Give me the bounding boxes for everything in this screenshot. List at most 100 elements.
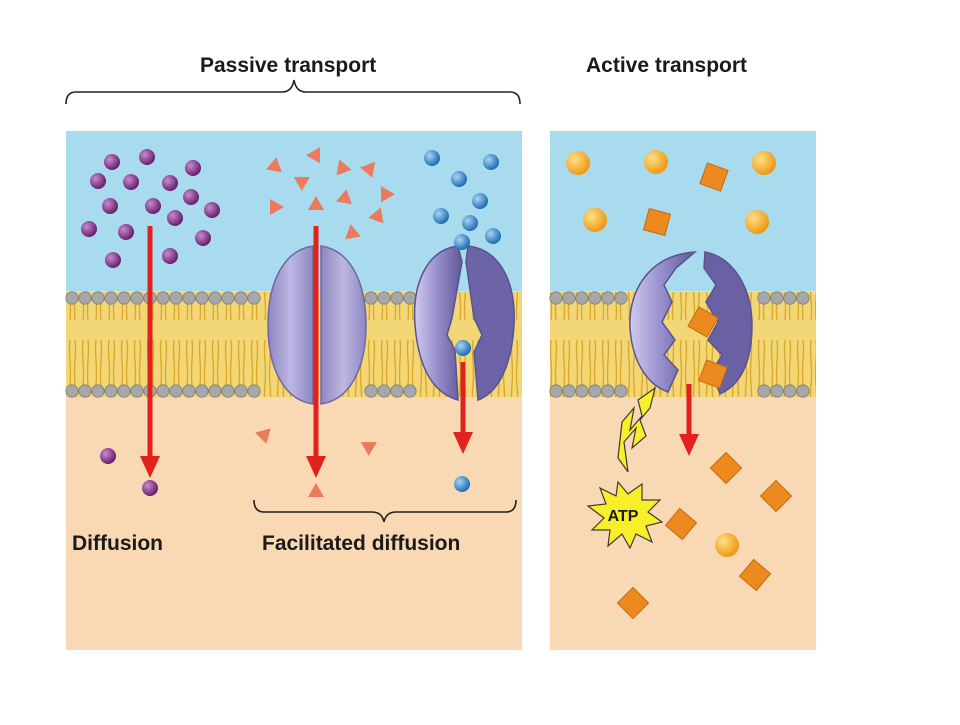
lipid-head [757, 291, 771, 305]
lipid-head [614, 291, 628, 305]
orange-diamond-solute [759, 479, 793, 513]
purple-solute [104, 154, 120, 170]
triangle-solute [270, 199, 284, 215]
purple-solute [162, 248, 178, 264]
purple-solute [183, 189, 199, 205]
orange-sphere-solute [715, 533, 739, 557]
purple-solute [102, 198, 118, 214]
purple-solute [204, 202, 220, 218]
purple-solute [105, 252, 121, 268]
lipid-head [364, 384, 378, 398]
lipid-head [208, 291, 222, 305]
orange-diamond-solute [698, 359, 728, 389]
purple-solute [167, 210, 183, 226]
lipid-head [104, 384, 118, 398]
lipid-head [208, 384, 222, 398]
facilitated-diffusion-caption: Facilitated diffusion [262, 532, 461, 555]
lipid-head [130, 384, 144, 398]
lipid-head [234, 291, 248, 305]
lipid-head [403, 291, 417, 305]
orange-sphere-solute [752, 151, 776, 175]
orange-diamond-solute [664, 507, 698, 541]
purple-solute [162, 175, 178, 191]
purple-solute [81, 221, 97, 237]
purple-solute [139, 149, 155, 165]
blue-solute [483, 154, 499, 170]
lipid-head [575, 384, 589, 398]
arrow-channel [306, 226, 326, 478]
lipid-head [588, 291, 602, 305]
solutes [81, 147, 793, 620]
lipid-head [156, 384, 170, 398]
membrane-active [549, 291, 816, 398]
lipid-head [390, 291, 404, 305]
blue-solute [472, 193, 488, 209]
orange-sphere-solute [566, 151, 590, 175]
triangle-solute [345, 224, 361, 240]
lipid-head [117, 291, 131, 305]
lipid-head [562, 291, 576, 305]
triangle-solute [308, 196, 324, 210]
purple-solute [145, 198, 161, 214]
carrier-protein-facilitated [413, 245, 515, 402]
purple-solute [123, 174, 139, 190]
diffusion-caption: Diffusion [72, 532, 163, 555]
triangle-solute [360, 161, 376, 178]
lipid-head [247, 291, 261, 305]
lipid-head [78, 384, 92, 398]
orange-sphere-solute [644, 150, 668, 174]
lipid-head [601, 384, 615, 398]
pump-protein [629, 251, 753, 396]
lipid-head [65, 291, 79, 305]
blue-solute [454, 234, 470, 250]
lipid-head [65, 384, 79, 398]
lipid-head [247, 384, 261, 398]
lipid-head [783, 384, 797, 398]
energy-bolt [617, 386, 656, 473]
lipid-head [549, 291, 563, 305]
lipid-head [757, 384, 771, 398]
lipid-head [390, 384, 404, 398]
passive-transport-heading: Passive transport [200, 54, 377, 77]
orange-sphere-solute [583, 208, 607, 232]
lipid-head [221, 384, 235, 398]
blue-solute [485, 228, 501, 244]
lipid-head [796, 291, 810, 305]
lipid-head [614, 384, 628, 398]
lipid-head [364, 291, 378, 305]
lipid-head [770, 384, 784, 398]
active-transport-heading: Active transport [586, 54, 748, 77]
purple-solute [90, 173, 106, 189]
orange-diamond-solute [738, 558, 772, 592]
lipid-head [169, 384, 183, 398]
arrow-diffusion [140, 226, 160, 478]
lipid-head [783, 291, 797, 305]
arrow-carrier [453, 362, 473, 454]
lipid-head [104, 291, 118, 305]
lipid-head [78, 291, 92, 305]
lipid-head [377, 384, 391, 398]
triangle-solute [360, 442, 377, 456]
triangle-solute [255, 428, 271, 444]
lipid-head [117, 384, 131, 398]
lipid-head [796, 384, 810, 398]
orange-sphere-solute [745, 210, 769, 234]
lipid-head [91, 291, 105, 305]
lipid-head [91, 384, 105, 398]
triangle-solute [336, 189, 352, 205]
purple-solute [195, 230, 211, 246]
lipid-head [403, 384, 417, 398]
lipid-head [601, 291, 615, 305]
triangle-solute [308, 483, 324, 497]
lipid-head [182, 291, 196, 305]
triangle-solute [293, 177, 310, 191]
blue-solute [462, 215, 478, 231]
lipid-head [221, 291, 235, 305]
blue-solute [433, 208, 449, 224]
lipid-head [169, 291, 183, 305]
lipid-head [562, 384, 576, 398]
blue-solute [455, 340, 471, 356]
lipid-head [234, 384, 248, 398]
blue-solute [424, 150, 440, 166]
